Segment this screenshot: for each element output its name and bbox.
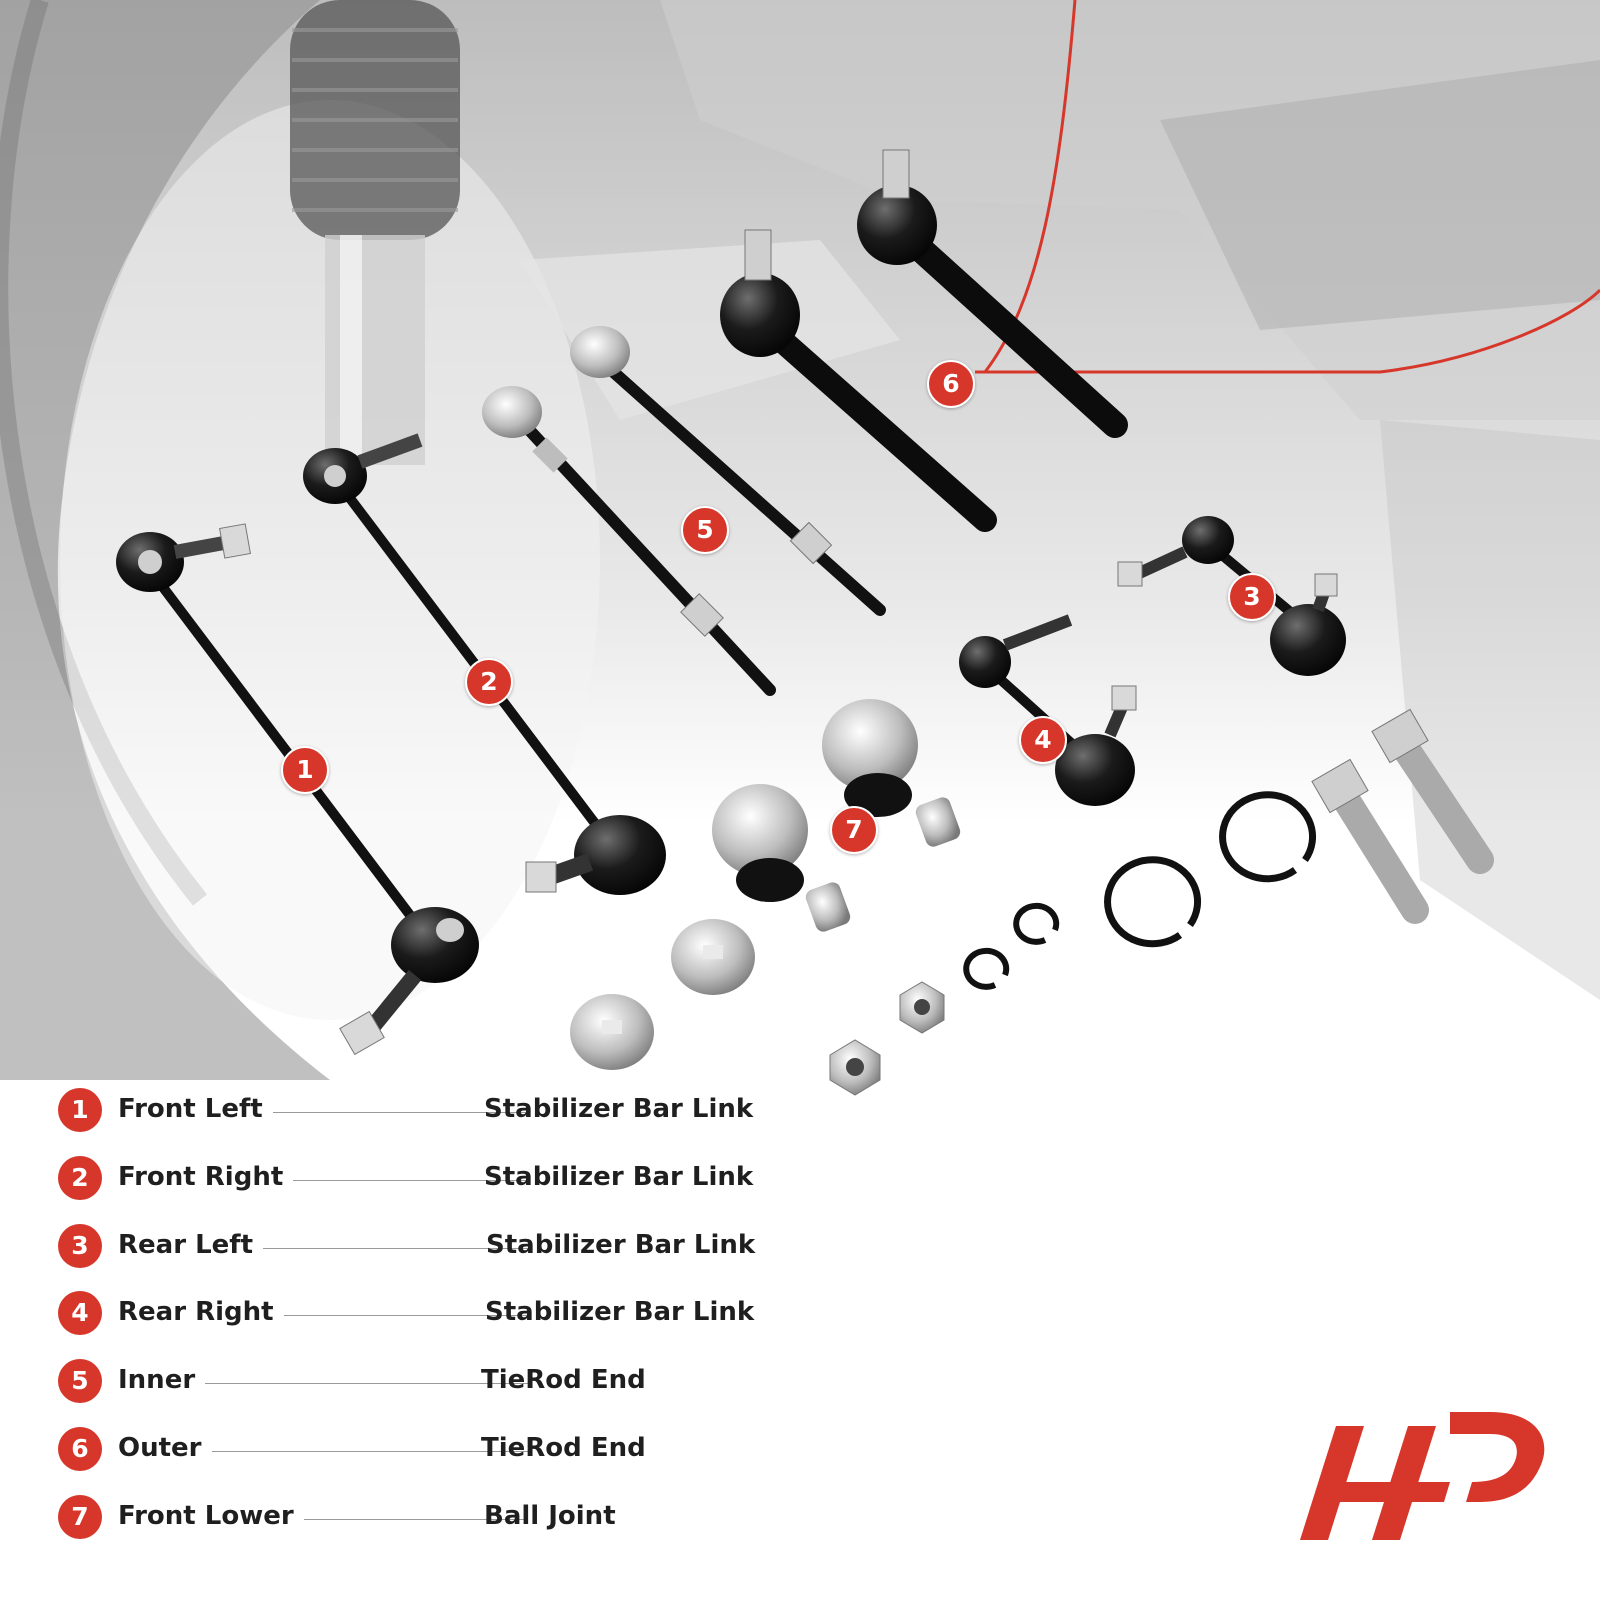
legend-position: Rear Right [118, 1297, 284, 1327]
legend-number-badge: 4 [58, 1291, 102, 1335]
legend-position: Front Right [118, 1162, 294, 1192]
callout-3: 3 [1228, 573, 1276, 621]
legend-number-badge: 1 [58, 1088, 102, 1132]
rear-right-stabilizer-link [959, 614, 1137, 806]
legend-number-badge: 7 [58, 1495, 102, 1539]
legend-number-badge: 3 [58, 1224, 102, 1268]
legend-number-badge: 2 [58, 1156, 102, 1200]
legend-row: 6 Outer TieRod End [56, 1425, 756, 1473]
legend-part: Stabilizer Bar Link [485, 1297, 755, 1327]
leader-line [278, 1180, 528, 1181]
a-premium-logo-icon [1300, 1412, 1545, 1540]
legend-row: 7 Front Lower Ball Joint [56, 1493, 756, 1541]
hardware-kit [570, 708, 1494, 1096]
callout-4: 4 [1019, 716, 1067, 764]
leader-line [206, 1451, 528, 1452]
leader-line [262, 1112, 528, 1113]
legend-row: 4 Rear Right Stabilizer Bar Link [56, 1289, 756, 1337]
front-right-stabilizer-link [303, 433, 666, 895]
legend-position: Rear Left [118, 1230, 264, 1260]
callout-6: 6 [927, 360, 975, 408]
background-photo [0, 0, 1600, 1100]
legend-part: Stabilizer Bar Link [486, 1230, 756, 1260]
outer-tie-rod-ends [720, 149, 1128, 532]
leader-line [284, 1519, 528, 1520]
leader-line [270, 1315, 528, 1316]
callout-5: 5 [681, 506, 729, 554]
legend-part: Stabilizer Bar Link [484, 1162, 754, 1192]
legend-row: 3 Rear Left Stabilizer Bar Link [56, 1222, 756, 1270]
legend-part: Stabilizer Bar Link [484, 1094, 754, 1124]
rear-left-stabilizer-link [1117, 516, 1346, 676]
inner-tie-rod-ends [482, 326, 886, 696]
callout-7: 7 [830, 806, 878, 854]
legend-position: Front Left [118, 1094, 273, 1124]
legend-part: TieRod End [481, 1365, 646, 1395]
callout-2: 2 [465, 658, 513, 706]
leader-line [256, 1248, 528, 1249]
leader-line [201, 1383, 528, 1384]
legend-row: 5 Inner TieRod End [56, 1357, 756, 1405]
legend-position: Outer [118, 1433, 212, 1463]
legend-part: TieRod End [481, 1433, 646, 1463]
legend-row: 1 Front Left Stabilizer Bar Link [56, 1086, 756, 1134]
legend-position: Inner [118, 1365, 206, 1395]
front-left-stabilizer-link [116, 523, 479, 1056]
legend-number-badge: 6 [58, 1427, 102, 1471]
front-lower-ball-joints [712, 699, 961, 932]
legend-position: Front Lower [118, 1501, 304, 1531]
legend-number-badge: 5 [58, 1359, 102, 1403]
callout-1: 1 [281, 746, 329, 794]
legend-part: Ball Joint [484, 1501, 616, 1531]
legend-row: 2 Front Right Stabilizer Bar Link [56, 1154, 756, 1202]
